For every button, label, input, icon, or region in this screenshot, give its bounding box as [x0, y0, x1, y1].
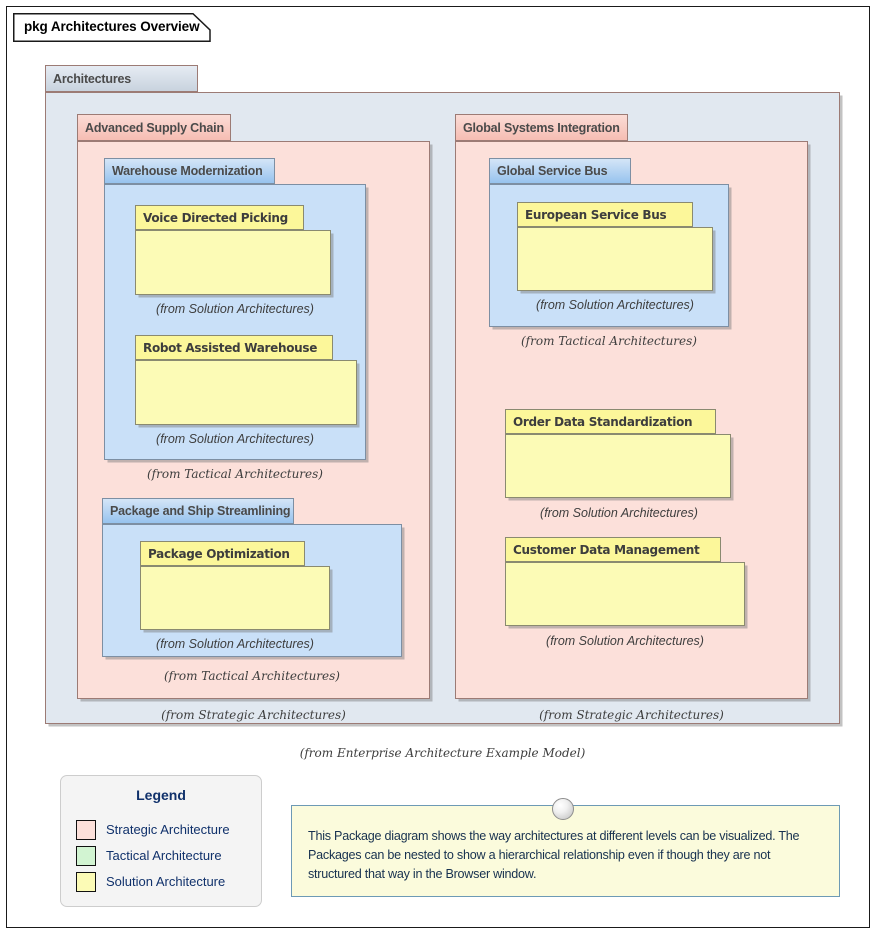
package-label-package-optimization: Package Optimization — [148, 546, 290, 561]
package-body-customer-data-management[interactable] — [505, 562, 745, 626]
package-tab-architectures[interactable]: Architectures — [45, 65, 198, 92]
legend-item-solution: Solution Architecture — [76, 871, 225, 892]
legend-label-strategic: Strategic Architecture — [106, 822, 230, 837]
from-caption-voice-directed-picking: (from Solution Architectures) — [156, 302, 314, 316]
package-label-voice-directed-picking: Voice Directed Picking — [143, 210, 288, 225]
package-label-and-ship-streamlining: Package and Ship Streamlining — [110, 504, 291, 518]
package-voice-directed-picking[interactable]: Voice Directed Picking — [135, 205, 331, 295]
package-tab-order-data-standardization[interactable]: Order Data Standardization — [505, 409, 716, 434]
package-label-architectures: Architectures — [53, 71, 131, 86]
package-body-robot-assisted-warehouse[interactable] — [135, 360, 357, 425]
from-caption-architectures: (from Enterprise Architecture Example Mo… — [299, 746, 586, 760]
from-caption-european-service-bus: (from Solution Architectures) — [536, 298, 694, 312]
note-anchor-handle[interactable] — [552, 798, 574, 820]
package-label-robot-assisted-warehouse: Robot Assisted Warehouse — [143, 340, 318, 355]
package-tab-warehouse-modernization[interactable]: Warehouse Modernization — [104, 158, 275, 184]
from-caption-package-optimization: (from Solution Architectures) — [156, 637, 314, 651]
legend-item-tactical: Tactical Architecture — [76, 845, 222, 866]
from-caption-customer-data-management: (from Solution Architectures) — [546, 634, 704, 648]
from-caption-robot-assisted-warehouse: (from Solution Architectures) — [156, 432, 314, 446]
package-tab-robot-assisted-warehouse[interactable]: Robot Assisted Warehouse — [135, 335, 333, 360]
package-label-global-systems-integration: Global Systems Integration — [463, 120, 620, 135]
legend-title: Legend — [136, 787, 186, 803]
from-caption-global-systems-integration: (from Strategic Architectures) — [539, 708, 724, 722]
diagram-title: pkg Architectures Overview — [24, 19, 200, 34]
from-caption-warehouse-modernization: (from Tactical Architectures) — [147, 467, 323, 481]
legend-swatch-tactical-icon — [76, 845, 96, 866]
from-caption-order-data-standardization: (from Solution Architectures) — [540, 506, 698, 520]
package-robot-assisted-warehouse[interactable]: Robot Assisted Warehouse — [135, 335, 357, 425]
package-body-package-optimization[interactable] — [140, 566, 330, 630]
package-tab-global-systems-integration[interactable]: Global Systems Integration — [455, 114, 628, 141]
package-european-service-bus[interactable]: European Service Bus — [517, 202, 713, 291]
package-tab-global-service-bus[interactable]: Global Service Bus — [489, 158, 631, 184]
from-caption-advanced-supply-chain: (from Strategic Architectures) — [161, 708, 346, 722]
package-body-european-service-bus[interactable] — [517, 227, 713, 291]
diagram-note-text: This Package diagram shows the way archi… — [308, 829, 800, 882]
package-tab-advanced-supply-chain[interactable]: Advanced Supply Chain — [77, 114, 231, 141]
package-tab-and-ship-streamlining[interactable]: Package and Ship Streamlining — [102, 498, 294, 524]
package-customer-data-management[interactable]: Customer Data Management — [505, 537, 745, 626]
legend-swatch-solution-icon — [76, 871, 96, 892]
package-order-data-standardization[interactable]: Order Data Standardization — [505, 409, 731, 498]
package-body-voice-directed-picking[interactable] — [135, 230, 331, 295]
legend-label-solution: Solution Architecture — [106, 874, 226, 889]
legend-label-tactical: Tactical Architecture — [106, 848, 222, 863]
package-package-optimization[interactable]: Package Optimization — [140, 541, 330, 630]
package-label-advanced-supply-chain: Advanced Supply Chain — [85, 120, 224, 135]
diagram-note[interactable]: This Package diagram shows the way archi… — [291, 805, 840, 897]
from-caption-global-service-bus: (from Tactical Architectures) — [521, 334, 697, 348]
package-label-global-service-bus: Global Service Bus — [497, 164, 608, 178]
package-label-order-data-standardization: Order Data Standardization — [513, 414, 693, 429]
frame-tab-shape — [13, 13, 211, 42]
package-tab-customer-data-management[interactable]: Customer Data Management — [505, 537, 721, 562]
package-label-warehouse-modernization: Warehouse Modernization — [112, 164, 263, 178]
package-body-order-data-standardization[interactable] — [505, 434, 731, 498]
legend-item-strategic: Strategic Architecture — [76, 819, 230, 840]
package-tab-voice-directed-picking[interactable]: Voice Directed Picking — [135, 205, 304, 230]
legend-swatch-strategic-icon — [76, 819, 96, 840]
package-tab-package-optimization[interactable]: Package Optimization — [140, 541, 305, 566]
from-caption-and-ship-streamlining: (from Tactical Architectures) — [164, 669, 340, 683]
package-label-european-service-bus: European Service Bus — [525, 207, 667, 222]
legend-panel: Legend Strategic Architecture Tactical A… — [60, 775, 262, 907]
package-label-customer-data-management: Customer Data Management — [513, 542, 700, 557]
package-tab-european-service-bus[interactable]: European Service Bus — [517, 202, 693, 227]
diagram-frame-tab: pkg Architectures Overview — [13, 13, 211, 42]
diagram-frame: pkg Architectures Overview Architectures… — [6, 6, 870, 928]
